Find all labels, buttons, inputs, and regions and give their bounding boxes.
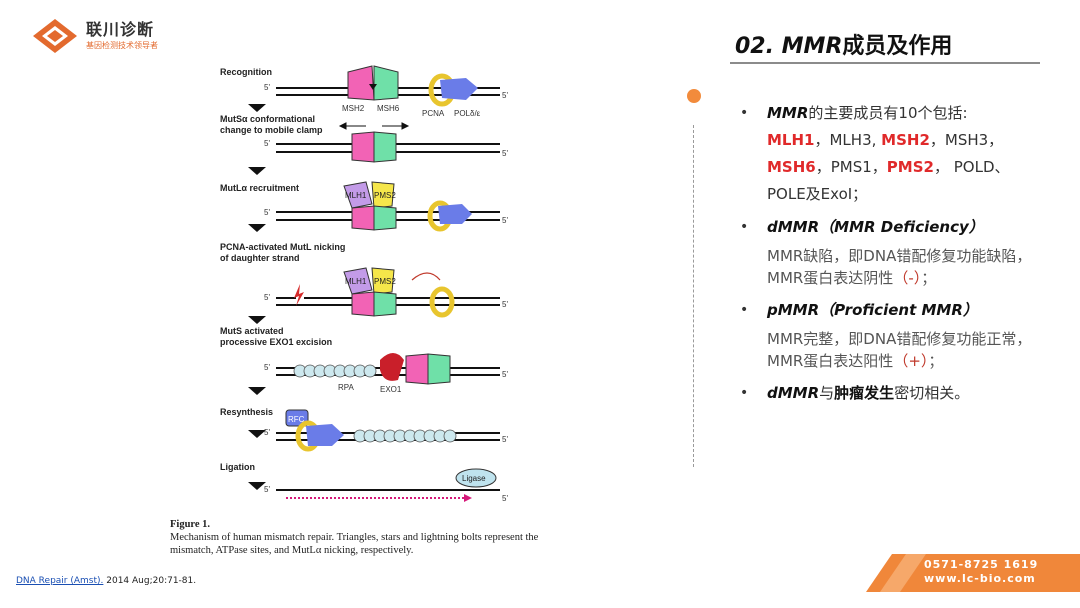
svg-text:EXO1: EXO1 <box>380 385 402 394</box>
svg-text:5': 5' <box>264 428 270 437</box>
svg-text:PMS2: PMS2 <box>374 191 396 200</box>
step-muts-2: processive EXO1 excision <box>220 337 332 347</box>
company-tagline: 基因检测技术领导者 <box>86 41 158 50</box>
step-muts-1: MutS activated <box>220 326 284 336</box>
dashed-divider <box>693 125 694 467</box>
exo1-enzyme <box>380 353 404 381</box>
svg-text:5': 5' <box>264 485 270 494</box>
svg-text:MSH6: MSH6 <box>377 104 400 113</box>
svg-text:MLH1: MLH1 <box>345 191 367 200</box>
bullet-tumor: • dMMR与肿瘤发生密切相关。 <box>740 380 1050 407</box>
svg-text:5': 5' <box>264 293 270 302</box>
ligase-enzyme <box>455 468 497 488</box>
svg-text:Ligase: Ligase <box>462 474 486 483</box>
svg-text:5': 5' <box>502 91 508 100</box>
svg-text:5': 5' <box>264 363 270 372</box>
svg-text:POLδ/ε: POLδ/ε <box>454 109 481 118</box>
contact-banner: 0571-8725 1619 www.lc-bio.com <box>866 554 1080 592</box>
bullet-mmr-members: • MMR的主要成员有10个包括: MLH1，MLH3, MSH2，MSH3， … <box>740 100 1050 208</box>
rpa-proteins <box>293 364 377 378</box>
title-divider <box>730 62 1040 64</box>
accent-dot <box>687 89 701 103</box>
step-arrows <box>248 104 266 490</box>
company-name: 联川诊断 <box>86 20 155 39</box>
bullet-icon: • <box>740 219 749 235</box>
step-mutla: MutLα recruitment <box>220 183 299 193</box>
lc-logo-icon <box>33 19 77 53</box>
reference: DNA Repair (Amst). 2014 Aug;20:71-81. <box>16 576 197 586</box>
contact-banner-shape <box>866 554 1080 592</box>
page-title: 02. MMR成员及作用 <box>735 34 953 59</box>
step-mutsa-2: change to mobile clamp <box>220 125 323 135</box>
svg-text:5': 5' <box>502 216 508 225</box>
svg-text:5': 5' <box>502 435 508 444</box>
svg-text:5': 5' <box>502 494 508 503</box>
bullet-icon: • <box>740 302 749 318</box>
step-pcna-2: of daughter strand <box>220 253 300 263</box>
bullet-dmmr: • dMMR（MMR Deficiency） <box>740 214 1050 241</box>
dmmr-description: MMR缺陷，即DNA错配修复功能缺陷，MMR蛋白表达阴性（-）； <box>767 247 1032 287</box>
svg-text:5': 5' <box>264 208 270 217</box>
step-resynthesis: Resynthesis <box>220 407 273 417</box>
pmmr-description: MMR完整，即DNA错配修复功能正常，MMR蛋白表达阳性（+）； <box>767 330 1032 370</box>
figure-caption: Figure 1. Mechanism of human mismatch re… <box>170 519 539 556</box>
bullet-icon: • <box>740 385 749 401</box>
svg-text:5': 5' <box>264 139 270 148</box>
svg-text:5': 5' <box>264 83 270 92</box>
svg-text:PCNA: PCNA <box>422 109 445 118</box>
contact-website: www.lc-bio.com <box>924 572 1036 585</box>
svg-text:MSH2: MSH2 <box>342 104 365 113</box>
svg-text:RPA: RPA <box>338 383 355 392</box>
step-recognition: Recognition <box>220 67 272 77</box>
nick-bolt-icon <box>294 284 304 306</box>
bullet-pmmr: • pMMR（Proficient MMR） <box>740 297 1050 324</box>
svg-text:MLH1: MLH1 <box>345 277 367 286</box>
svg-text:5': 5' <box>502 149 508 158</box>
contact-phone: 0571-8725 1619 <box>924 558 1039 571</box>
company-logo: 联川诊断 基因检测技术领导者 <box>32 18 158 54</box>
svg-text:5': 5' <box>502 300 508 309</box>
svg-text:PMS2: PMS2 <box>374 277 396 286</box>
step-ligation: Ligation <box>220 462 255 472</box>
mmr-mechanism-diagram: Recognition MutSα conformational change … <box>220 65 508 503</box>
msh2-msh6-complex <box>347 65 399 101</box>
bullet-list: • MMR的主要成员有10个包括: MLH1，MLH3, MSH2，MSH3， … <box>740 100 1050 407</box>
polymerase <box>440 78 478 100</box>
svg-text:5': 5' <box>502 370 508 379</box>
step-pcna-1: PCNA-activated MutL nicking <box>220 242 345 252</box>
reference-link[interactable]: DNA Repair (Amst). <box>16 576 104 586</box>
bullet-icon: • <box>740 105 749 121</box>
svg-text:RFC: RFC <box>288 415 305 424</box>
step-mutsa-1: MutSα conformational <box>220 114 315 124</box>
